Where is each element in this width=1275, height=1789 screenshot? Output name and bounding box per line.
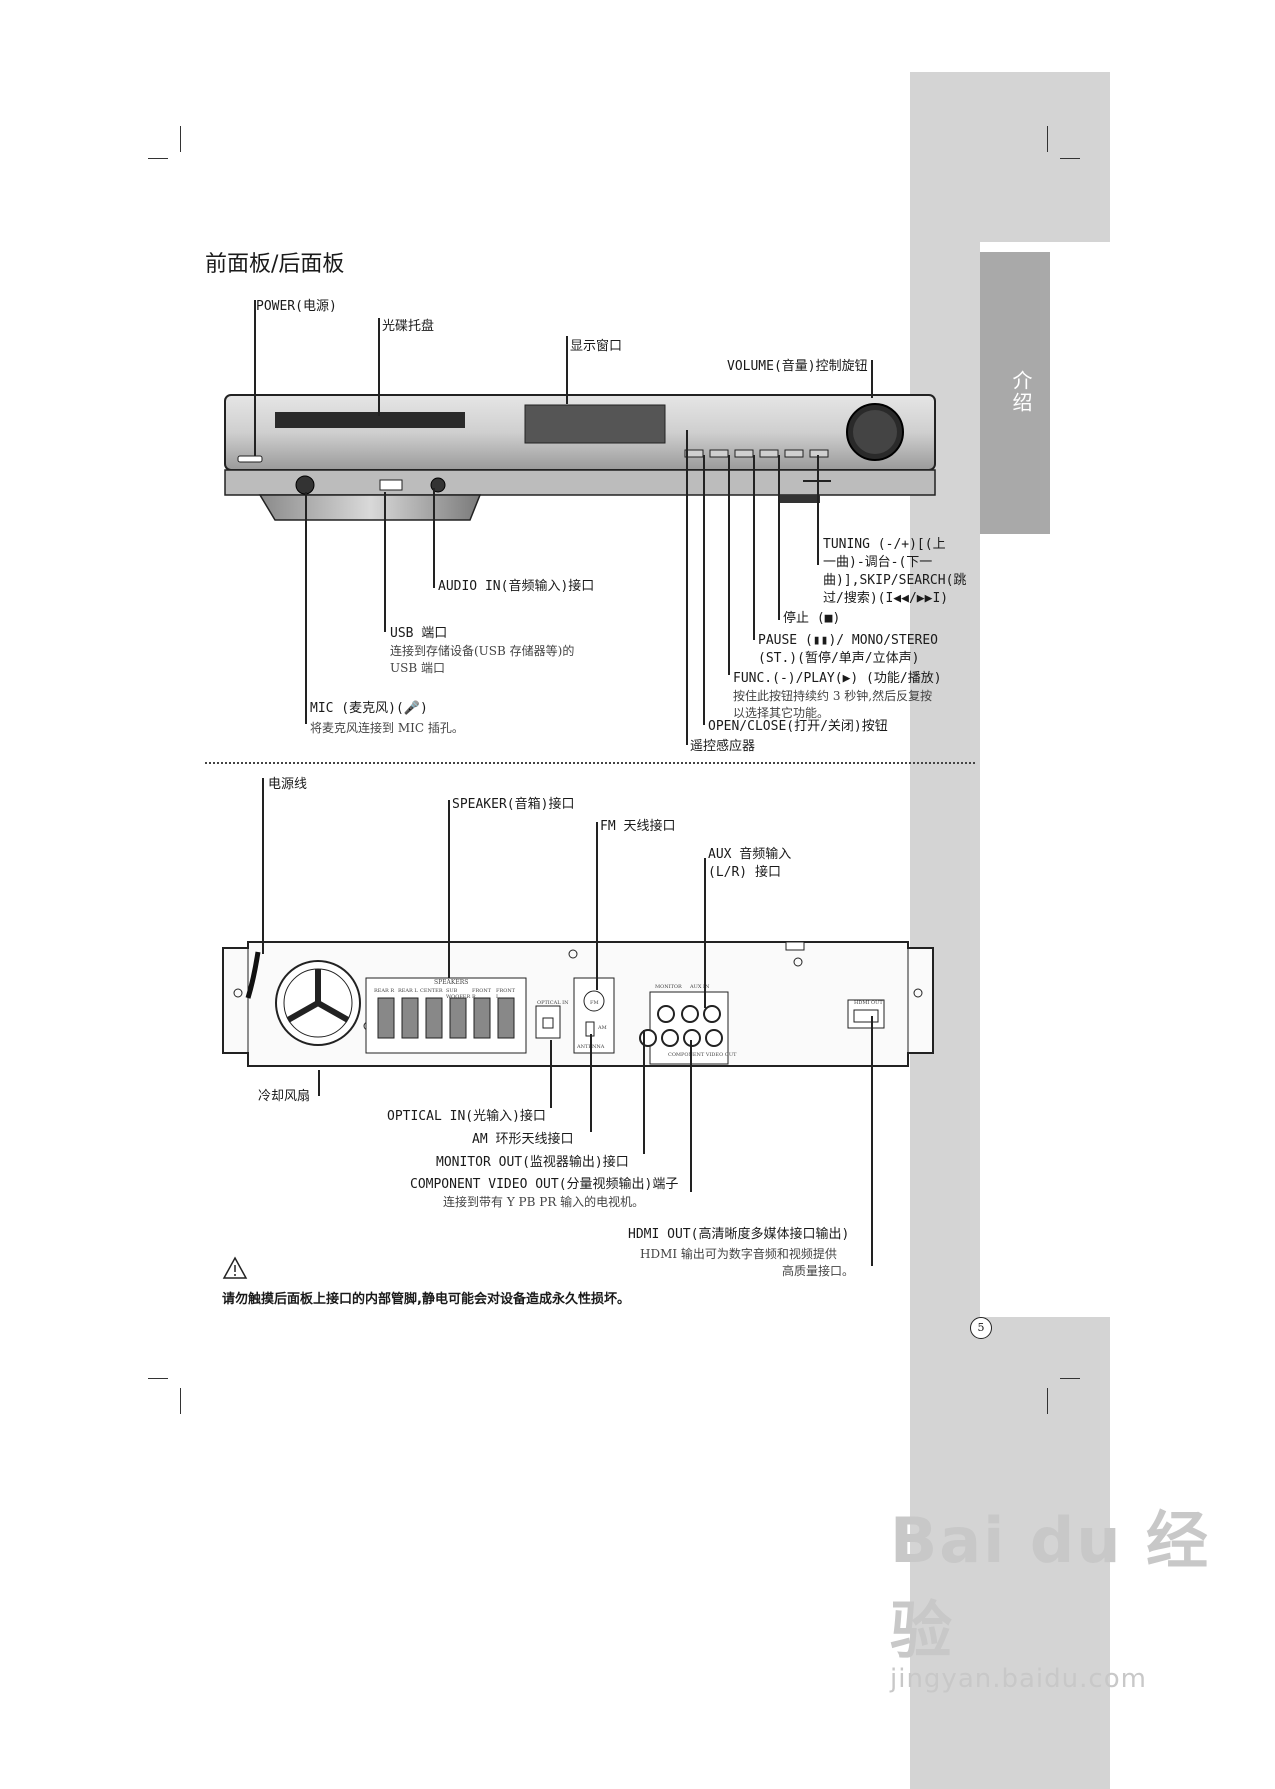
- label-tuning: 一曲)-调台-(下一: [823, 555, 933, 570]
- page-number: 5: [970, 1317, 992, 1339]
- leader-line: [433, 488, 435, 588]
- leader-line: [596, 822, 598, 990]
- label-display-window: 显示窗口: [570, 339, 623, 354]
- label-tuning: 过/搜索)(I◀◀/▶▶I): [823, 591, 949, 606]
- crop-mark: [1060, 1378, 1080, 1379]
- panel-text-speaker-channel: REAR L: [398, 988, 418, 994]
- panel-text-am: AM: [598, 1025, 607, 1031]
- label-disc-tray: 光碟托盘: [382, 319, 435, 334]
- label-remote-sensor: 遥控感应器: [690, 739, 756, 754]
- leader-line: [318, 1070, 320, 1096]
- desc-usb: 连接到存储设备(USB 存储器等)的: [390, 644, 575, 658]
- leader-line: [753, 455, 755, 640]
- desc-func: 以选择其它功能。: [733, 706, 830, 720]
- panel-text-monitor: MONITOR: [655, 984, 682, 990]
- crop-mark: [148, 1378, 168, 1379]
- leader-line: [550, 1040, 552, 1108]
- label-power: POWER(电源): [256, 299, 337, 314]
- label-component: COMPONENT VIDEO OUT(分量视频输出)端子: [410, 1177, 679, 1192]
- panel-text-speaker-channel: REAR R: [374, 988, 395, 994]
- panel-text-fm: FM: [590, 1000, 599, 1006]
- panel-text-speakers: SPEAKERS: [434, 979, 469, 986]
- label-optical: OPTICAL IN(光输入)接口: [387, 1109, 546, 1124]
- label-mic: MIC (麦克风)(🎤): [310, 701, 428, 716]
- leader-line: [803, 480, 831, 482]
- front-panel-illustration: [224, 394, 936, 521]
- label-audio-in: AUDIO IN(音频输入)接口: [438, 579, 595, 594]
- crop-mark: [1060, 158, 1080, 159]
- panel-text-aux-in: AUX IN: [690, 984, 710, 990]
- label-hdmi: HDMI OUT(高清晰度多媒体接口输出): [628, 1227, 850, 1242]
- page-title: 前面板/后面板: [205, 252, 345, 277]
- label-monitor: MONITOR OUT(监视器输出)接口: [436, 1155, 629, 1170]
- leader-line: [262, 778, 264, 954]
- panel-text-component: COMPONENT VIDEO OUT: [668, 1052, 737, 1058]
- leader-line: [728, 455, 730, 675]
- panel-text-speaker-channel: CENTER: [420, 988, 443, 994]
- leader-line: [778, 455, 780, 620]
- leader-line: [817, 455, 819, 565]
- watermark-brand: Bai du 经验: [890, 1504, 1211, 1667]
- label-fm: FM 天线接口: [600, 819, 676, 834]
- leader-line: [590, 1034, 592, 1132]
- desc-usb: USB 端口: [390, 661, 445, 675]
- desc-func: 按住此按钮持续约 3 秒钟,然后反复按: [733, 689, 933, 703]
- leader-line: [643, 1030, 645, 1154]
- crop-mark: [180, 1388, 181, 1414]
- label-stop: 停止 (■): [783, 611, 841, 626]
- crop-mark: [1047, 1388, 1048, 1414]
- label-volume: VOLUME(音量)控制旋钮: [727, 359, 868, 374]
- leader-line: [305, 492, 307, 724]
- section-tab[interactable]: [980, 252, 1050, 534]
- leader-line: [871, 1016, 873, 1266]
- desc-component: 连接到带有 Y PB PR 输入的电视机。: [443, 1195, 645, 1209]
- leader-line: [448, 800, 450, 978]
- panel-text-hdmi-out: HDMI OUT: [854, 1000, 883, 1006]
- crop-mark: [180, 126, 181, 152]
- label-speaker: SPEAKER(音箱)接口: [452, 797, 575, 812]
- label-open-close: OPEN/CLOSE(打开/关闭)按钮: [708, 719, 888, 734]
- section-tab-label: 介绍: [1009, 370, 1033, 414]
- leader-line: [703, 455, 705, 725]
- desc-hdmi: HDMI 输出可为数字音频和视频提供: [640, 1247, 837, 1261]
- leader-line: [704, 858, 706, 1008]
- warning-icon: [222, 1256, 248, 1279]
- crop-mark: [148, 158, 168, 159]
- leader-line: [566, 336, 568, 404]
- section-divider: [205, 762, 975, 764]
- label-cooling-fan: 冷却风扇: [258, 1089, 311, 1104]
- label-pause: (ST.)(暂停/单声/立体声): [758, 651, 920, 666]
- panel-text-optical: OPTICAL IN: [537, 1000, 569, 1006]
- baidu-watermark: Bai du 经验 jingyan.baidu.com: [890, 1490, 1220, 1694]
- label-tuning: 曲)],SKIP/SEARCH(跳: [823, 573, 967, 588]
- label-func: FUNC.(-)/PLAY(▶) (功能/播放): [733, 671, 942, 686]
- label-aux: AUX 音频输入: [708, 847, 792, 862]
- leader-line: [871, 360, 873, 398]
- warning-text: 请勿触摸后面板上接口的内部管脚,静电可能会对设备造成永久性损坏。: [222, 1292, 630, 1307]
- label-aux: (L/R) 接口: [708, 865, 781, 880]
- desc-mic: 将麦克风连接到 MIC 插孔。: [310, 721, 464, 735]
- crop-mark: [1047, 126, 1048, 152]
- leader-line: [686, 430, 688, 745]
- leader-line: [384, 492, 386, 632]
- label-power-cord: 电源线: [268, 777, 308, 792]
- label-tuning: TUNING (-/+)[(上: [823, 537, 946, 552]
- sidebar-top-band: [910, 72, 1110, 242]
- desc-hdmi: 高质量接口。: [782, 1264, 855, 1278]
- panel-text-speaker-channel: FRONT R: [472, 988, 492, 1000]
- leader-line: [254, 300, 256, 456]
- watermark-url: jingyan.baidu.com: [890, 1664, 1147, 1694]
- leader-line: [378, 318, 380, 416]
- panel-text-speaker-channel: FRONT L: [496, 988, 516, 1000]
- panel-text-speaker-channel: SUB WOOFER: [446, 988, 471, 1000]
- label-pause: PAUSE (▮▮)/ MONO/STEREO: [758, 633, 939, 648]
- label-am: AM 环形天线接口: [472, 1132, 574, 1147]
- rear-panel-illustration: [222, 941, 934, 1067]
- label-usb: USB 端口: [390, 626, 448, 641]
- leader-line: [690, 1040, 692, 1192]
